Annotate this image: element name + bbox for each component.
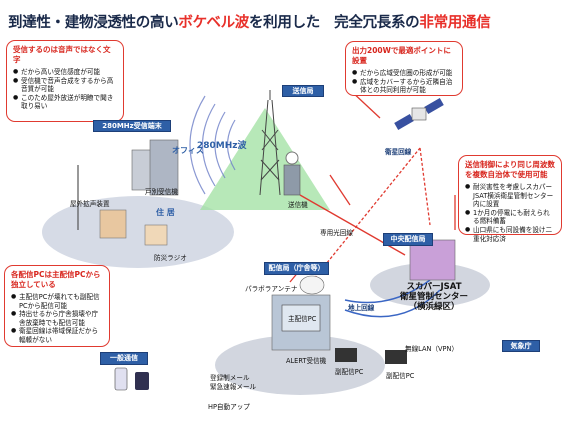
transmitter-dish [285, 151, 299, 165]
phone [114, 367, 128, 391]
label-weather-agency: 気象庁 [502, 340, 540, 352]
sub-pc-laptop [335, 348, 357, 362]
label-central-station: 中央配信局 [383, 233, 433, 246]
label-mail2: 緊急速報メール [210, 383, 257, 391]
label-main-pc: 主配信PC [288, 315, 317, 323]
label-transmitter-station: 送信局 [282, 85, 324, 97]
label-mail1: 登録制メール [210, 374, 250, 382]
house2 [144, 224, 168, 246]
callout-independent-pc: 各配信PCは主配信PCから独立している 主配信PCが壊れても副配信PCから配信可… [4, 265, 110, 347]
label-residence: 住 居 [156, 208, 175, 217]
parabolic-dish [299, 275, 325, 295]
label-wireless-lan: 無線LAN（VPN） [405, 345, 459, 353]
office-building2 [149, 139, 179, 196]
callout-transmission-control: 送信制御により同じ周波数を複数自治体で使用可能 耐災害性を考慮しスカパーJSAT… [458, 155, 562, 243]
label-sub-pc2: 副配信PC [386, 372, 415, 380]
label-alert-box: ALERT受信機 [286, 357, 327, 365]
fiber-line [299, 194, 406, 256]
label-indoor-receiver: 戸別受信機 [145, 188, 178, 196]
sub-pc-laptop2 [385, 350, 407, 364]
label-parabolic-antenna: パラボラアンテナ [245, 285, 298, 293]
label-satellite-line: 衛星回線 [385, 148, 412, 156]
label-jsat: スカパーJSAT 衛星管制センター （横浜緑区） [400, 282, 469, 312]
label-dedicated-line: 専用光回線 [320, 229, 353, 237]
satellite [394, 98, 444, 130]
label-receiver-terminal: 280MHz受信端末 [93, 120, 171, 132]
house [99, 209, 127, 239]
label-office: オフィス [172, 146, 204, 155]
callout-output: 出力200Wで最適ポイントに設置 だから広域受信圏の形成が可能 広域をカバーする… [345, 41, 463, 96]
callout-text-receive: 受信するのは音声ではなく文字 だから高い受信感度が可能 受信機で音声合成をするか… [6, 40, 124, 122]
label-sub-pc: 副配信PC [335, 368, 364, 376]
radio-waves [189, 95, 236, 195]
label-hp: HP自動アップ [208, 403, 250, 411]
label-general-comm: 一般通信 [100, 352, 148, 365]
label-outdoor-speaker: 屋外拡声装置 [70, 200, 110, 208]
transmitter-cabinet [283, 164, 301, 196]
label-disaster-radio: 防災ラジオ [154, 254, 187, 262]
label-distribution-station: 配信局（庁舎等） [264, 262, 329, 275]
transmission-tower [259, 90, 281, 196]
label-wave: 280MHz波 [197, 141, 247, 151]
receiver-area-ground [42, 196, 234, 268]
phone2 [135, 372, 149, 390]
ground-lines [344, 279, 441, 318]
page-title: 到達性・建物浸透性の高いボケベル波を利用した 完全冗長系の非常用通信 [8, 15, 491, 31]
label-ground-line: 地上回線 [348, 304, 375, 312]
main-pc-screen [281, 304, 321, 332]
label-transmitter: 送信機 [288, 201, 308, 209]
central-building [409, 239, 456, 281]
